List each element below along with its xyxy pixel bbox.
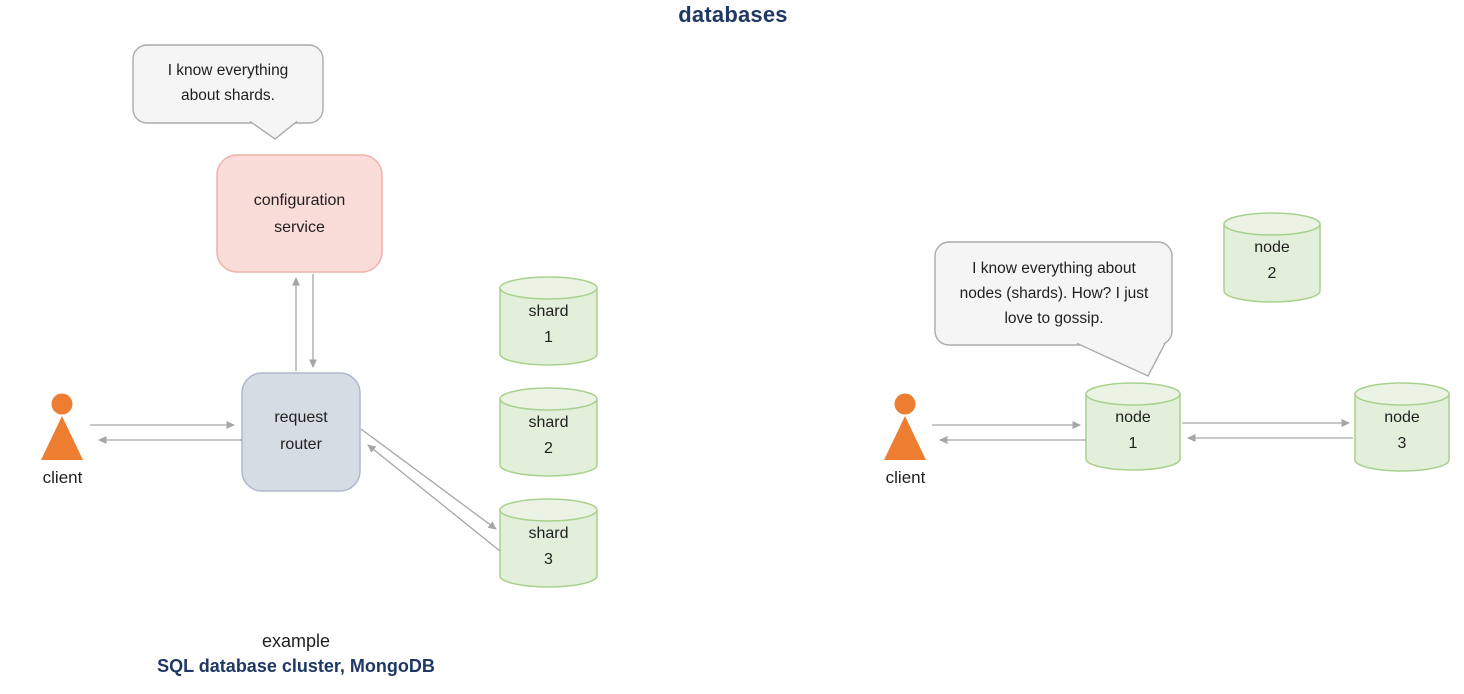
shard-3-cylinder [499,498,598,588]
shard-name: shard [528,525,569,542]
node-2-label: node 2 [1224,235,1320,287]
shard-name: shard [528,303,569,320]
shard-1-cylinder [499,276,598,366]
bubble-line: love to gossip. [1004,310,1104,327]
node-1-label: node 1 [1086,405,1180,457]
request-router-box [241,372,361,492]
node-number: 2 [1267,265,1277,282]
node-name: node [1384,409,1420,426]
speech-bubble-config [132,44,324,140]
node-name: node [1115,409,1151,426]
label-line: request [274,409,328,426]
client-icon [41,393,83,460]
label-line: service [274,219,325,236]
shard-number: 1 [544,329,553,346]
speech-bubble-gossip-text: I know everything about nodes (shards). … [948,256,1160,331]
speech-bubble-config-text: I know everything about shards. [153,58,303,108]
label-line: configuration [253,192,346,209]
arrow-shard3-to-router [367,444,501,552]
client-label: client [42,468,83,487]
shard-number: 2 [544,440,553,457]
shard-2-label: shard 2 [500,410,597,462]
shard-name: shard [528,414,569,431]
speech-bubble-gossip [934,241,1173,377]
shard-3-label: shard 3 [500,521,597,573]
configuration-service-label: configuration service [217,187,382,241]
bubble-line: I know everything [167,62,289,79]
shard-2-cylinder [499,387,598,477]
caption-example: example [261,631,331,651]
node-2-cylinder [1223,212,1321,303]
node-name: node [1254,239,1290,256]
client-label: client [885,468,926,487]
bubble-line: nodes (shards). How? I just [959,285,1149,302]
shard-number: 3 [544,551,553,568]
node-number: 1 [1128,435,1138,452]
bubble-line: about shards. [181,87,275,104]
caption-example-systems: SQL database cluster, MongoDB [157,656,435,676]
request-router-label: request router [242,404,360,458]
arrow-router-to-shard3 [360,428,497,530]
node-number: 3 [1397,435,1407,452]
configuration-service-box [216,154,383,273]
client-icon [884,393,926,460]
bubble-line: I know everything about [972,260,1136,277]
node-3-label: node 3 [1355,405,1449,457]
node-1-cylinder [1085,382,1181,471]
shard-1-label: shard 1 [500,299,597,351]
label-line: router [280,436,322,453]
page-title: databases [678,2,788,27]
node-3-cylinder [1354,382,1450,472]
